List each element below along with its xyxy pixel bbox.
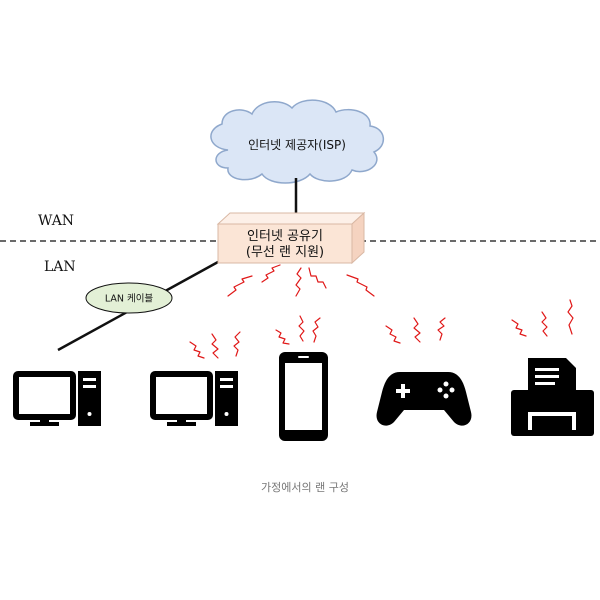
wave-line — [233, 331, 241, 357]
controller-wireless-signal — [385, 317, 446, 344]
monitor-base — [30, 422, 59, 426]
monitor — [13, 371, 76, 420]
printer-icon — [511, 358, 594, 436]
tower — [215, 371, 238, 426]
wan-label: WAN — [38, 213, 74, 229]
wave-line — [346, 274, 375, 297]
computer-wireless-signal — [189, 331, 241, 359]
router-wireless-signal — [227, 264, 375, 297]
tower — [78, 371, 101, 426]
wave-line — [437, 317, 446, 341]
wave-line — [295, 267, 302, 297]
dpad-vertical — [401, 384, 405, 398]
controller-body — [376, 372, 472, 426]
monitor-base — [167, 422, 196, 426]
cloud-shape — [210, 99, 384, 184]
wave-line — [189, 341, 205, 359]
wave-line — [211, 333, 219, 359]
power-light — [87, 412, 92, 416]
desktop-computer-icon — [150, 371, 238, 426]
router-box: 인터넷 공유기 (무선 랜 지원) — [216, 211, 366, 265]
printer-tray — [532, 416, 572, 436]
drive-slot — [83, 385, 96, 388]
wave-line — [541, 311, 548, 337]
game-controller-icon — [376, 372, 472, 426]
wave-line — [261, 264, 281, 283]
wave-line — [567, 299, 574, 335]
button — [443, 381, 449, 387]
button — [443, 393, 449, 399]
router-label-line2: (무선 랜 지원) — [246, 245, 324, 260]
wave-line — [312, 317, 321, 343]
wave-line — [385, 325, 401, 344]
router-top-face — [216, 212, 366, 225]
lan-cable-tag: LAN 케이블 — [85, 282, 173, 314]
wave-line — [227, 275, 253, 297]
smartphone-icon — [279, 352, 328, 441]
phone-wireless-signal — [275, 315, 321, 345]
router-front-face — [217, 223, 353, 264]
isp-cloud: 인터넷 제공자(ISP) — [210, 99, 384, 184]
monitor-stand — [177, 417, 186, 423]
wave-line — [308, 267, 327, 289]
lan-cable-label: LAN 케이블 — [105, 294, 154, 305]
monitor-stand — [40, 417, 49, 423]
drive-slot — [220, 385, 233, 388]
button — [449, 387, 455, 393]
wave-line — [413, 317, 421, 343]
paper-line — [535, 368, 559, 371]
diagram-caption: 가정에서의 랜 구성 — [261, 481, 349, 494]
lan-label: LAN — [44, 259, 76, 275]
power-light — [224, 412, 229, 416]
wave-line — [298, 315, 305, 342]
drive-slot — [220, 378, 233, 381]
wave-line — [511, 319, 527, 337]
router-label-line1: 인터넷 공유기 — [247, 229, 323, 244]
isp-label: 인터넷 제공자(ISP) — [248, 138, 346, 152]
cable-ellipse — [85, 282, 173, 314]
printer-wireless-signal — [511, 299, 574, 337]
drive-slot — [83, 378, 96, 381]
button — [437, 387, 443, 393]
phone-screen — [285, 363, 322, 430]
phone-speaker — [298, 356, 309, 358]
wave-line — [275, 329, 290, 345]
desktop-computer-icon — [13, 371, 101, 426]
paper-line — [535, 382, 555, 385]
monitor — [150, 371, 213, 420]
paper-line — [535, 375, 559, 378]
